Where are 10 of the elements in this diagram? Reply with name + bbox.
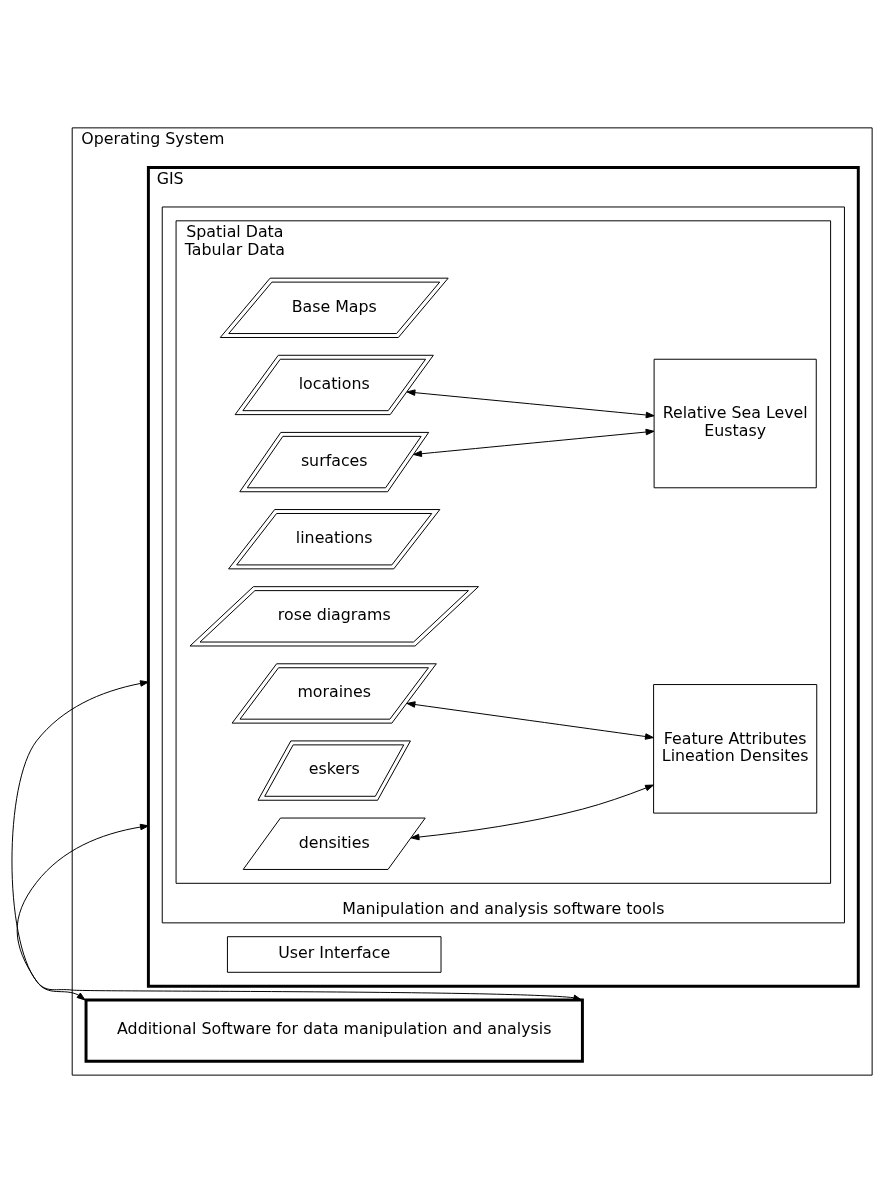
arrow [406, 701, 654, 740]
node-box: Relative Sea Level Eustasy [653, 358, 817, 489]
arrow [410, 784, 654, 841]
arrow [406, 389, 655, 419]
node-box: Feature Attributes Lineation Densites [653, 684, 818, 814]
node-box: Additional Software for data manipulation and analysis [84, 998, 584, 1063]
arrow [413, 428, 655, 457]
node-box: User Interface [226, 936, 442, 973]
arrow [16, 823, 149, 1001]
arrow [11, 680, 582, 1001]
